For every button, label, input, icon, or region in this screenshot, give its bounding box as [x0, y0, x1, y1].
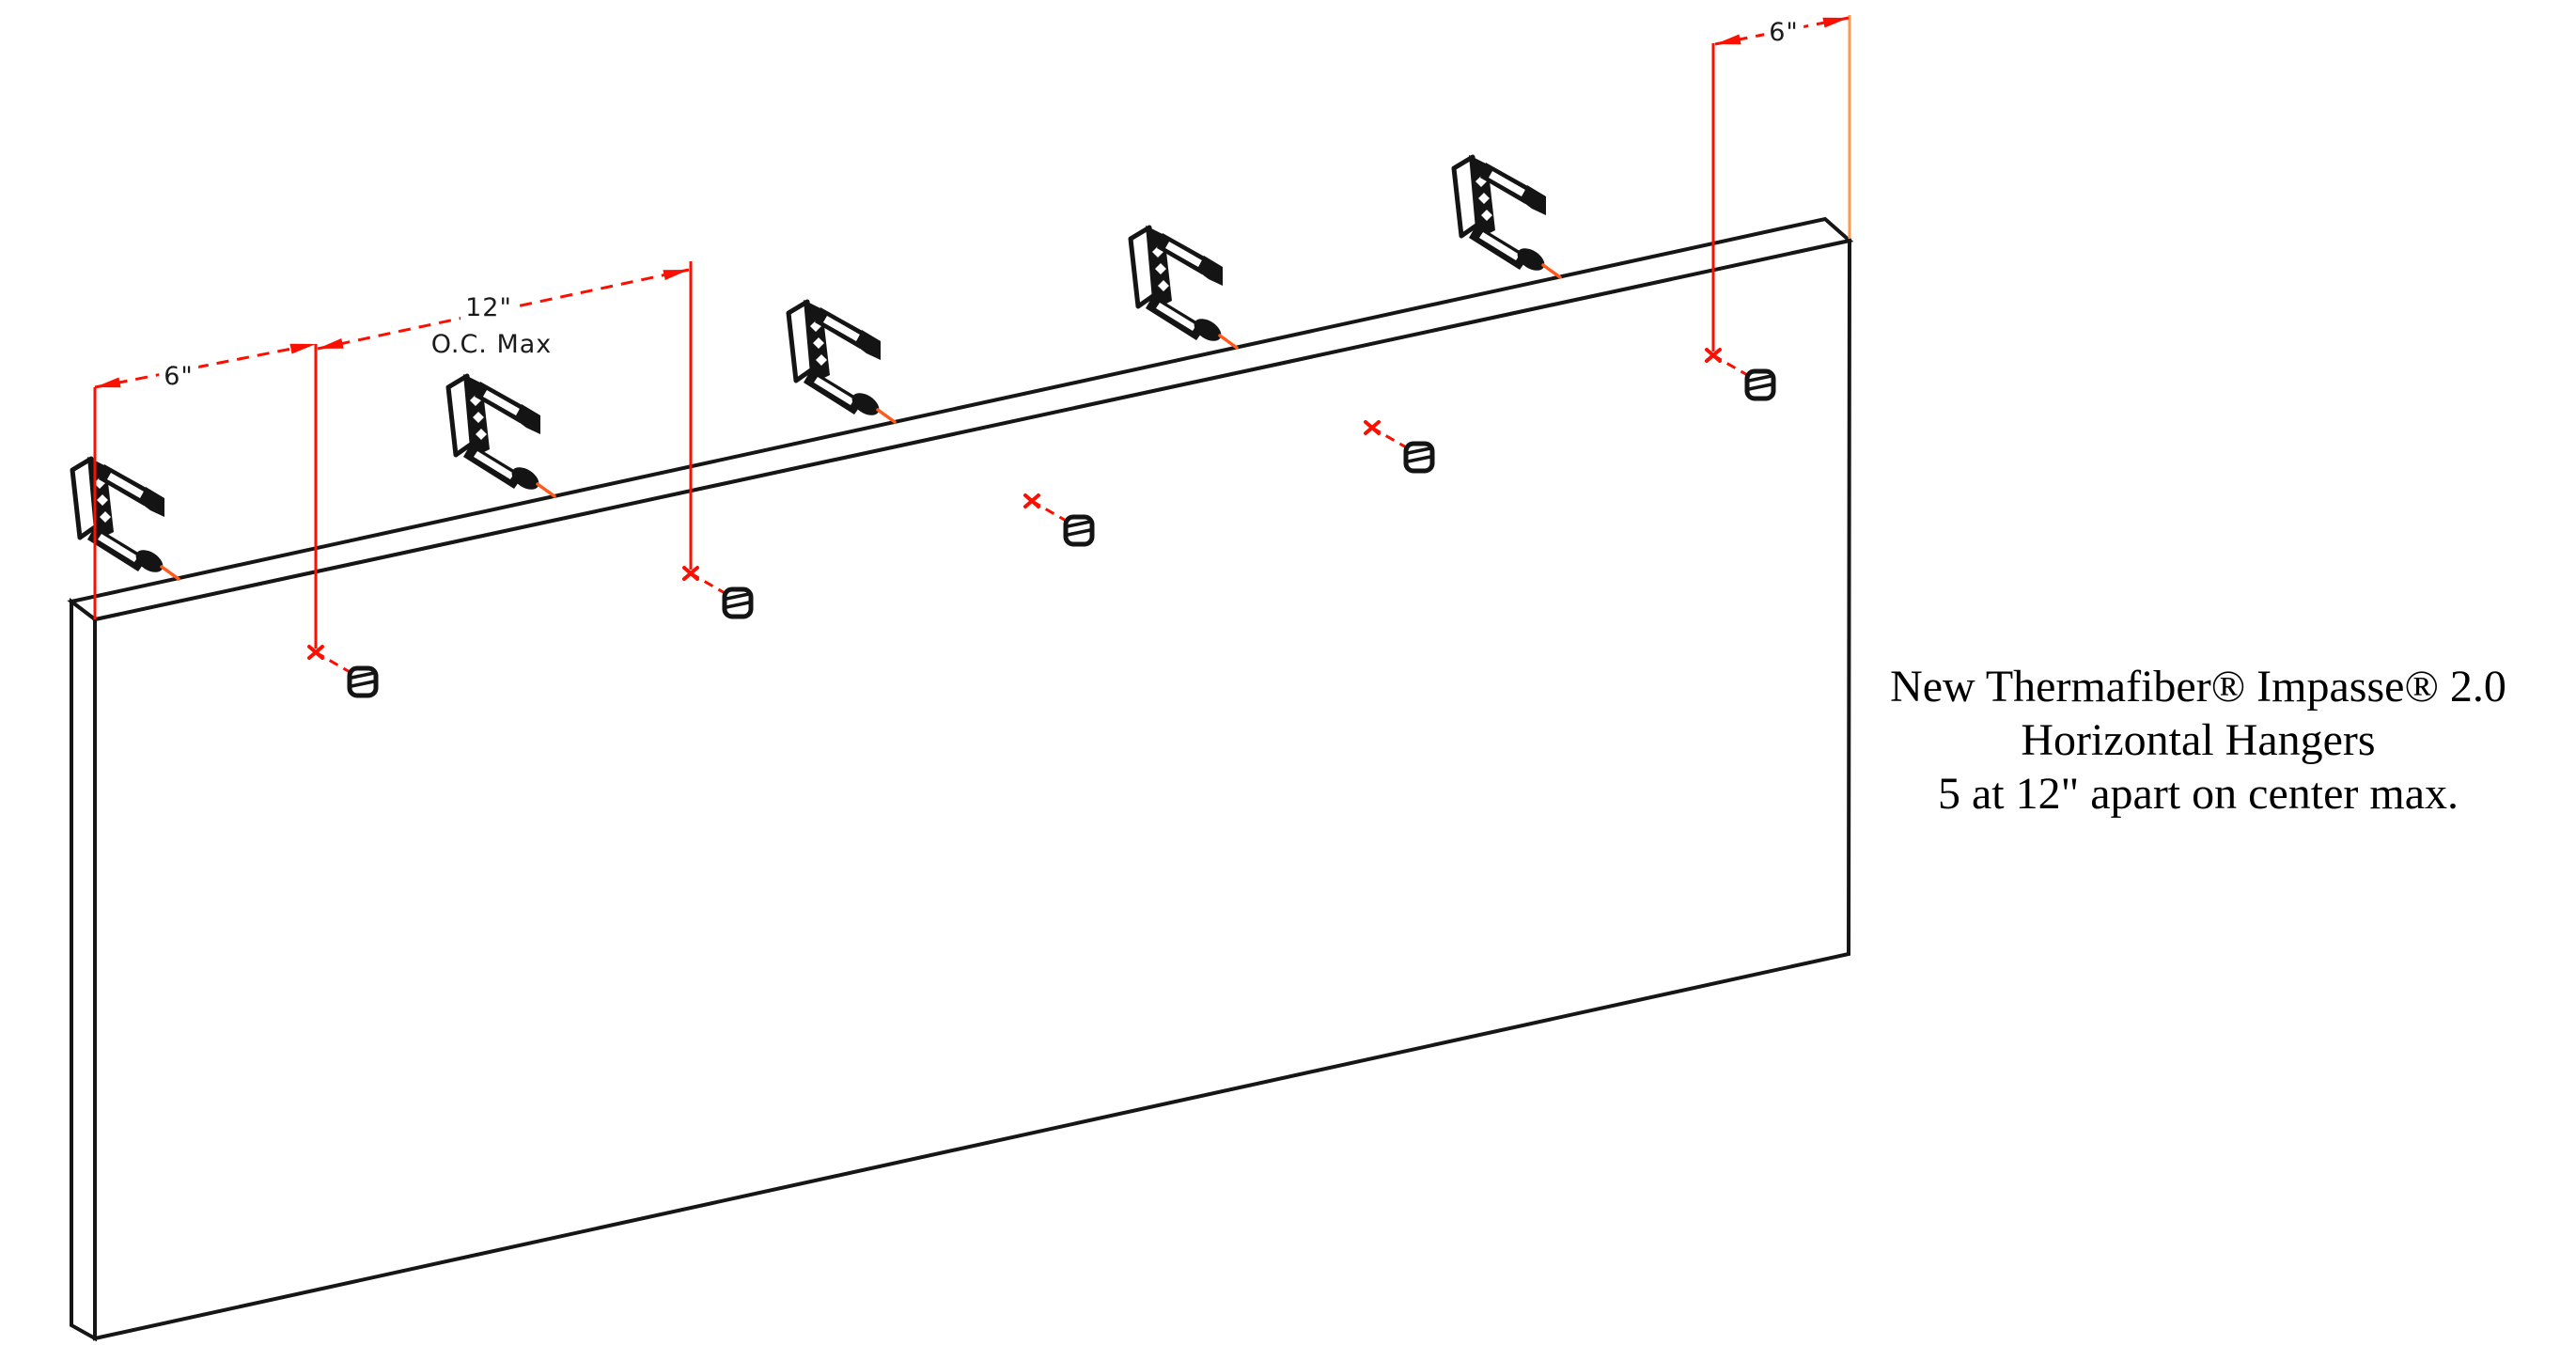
dim-label-hanger-spacing: 12": [461, 294, 517, 322]
hanger-bracket-icon: [788, 300, 883, 420]
extension-lines: [93, 15, 1851, 649]
dim-label-left-offset: 6": [159, 363, 198, 391]
hanger-bracket-icon: [72, 457, 167, 577]
anchor-clip-icon: [725, 589, 751, 617]
dim-line-left-6in: [94, 342, 317, 389]
drawing-caption: New Thermafiber® Impasse® 2.0 Horizontal…: [1869, 660, 2527, 821]
dim-label-right-offset: 6": [1764, 19, 1803, 47]
dim-label-spacing-qualifier: O.C. Max: [426, 331, 557, 359]
hanger-bracket-icon: [1454, 155, 1549, 275]
caption-line-component: Horizontal Hangers: [2021, 715, 2376, 765]
insulation-panel: [67, 216, 1854, 1342]
anchor-clip-leaders: [315, 353, 1750, 675]
anchor-clip-icon: [350, 668, 376, 696]
panel-left-face: [70, 597, 97, 1342]
hanger-bracket-icon: [448, 374, 543, 494]
caption-line-product: New Thermafiber® Impasse® 2.0: [1890, 662, 2506, 712]
hanger-leader-lines: [160, 263, 1562, 581]
hanger-bracket-icon: [1131, 226, 1226, 346]
anchor-clip-icon: [1747, 371, 1773, 399]
anchor-clip-icon: [1066, 517, 1092, 544]
caption-line-spacing-note: 5 at 12" apart on center max.: [1937, 769, 2459, 819]
anchor-clip-icon: [1406, 444, 1432, 471]
